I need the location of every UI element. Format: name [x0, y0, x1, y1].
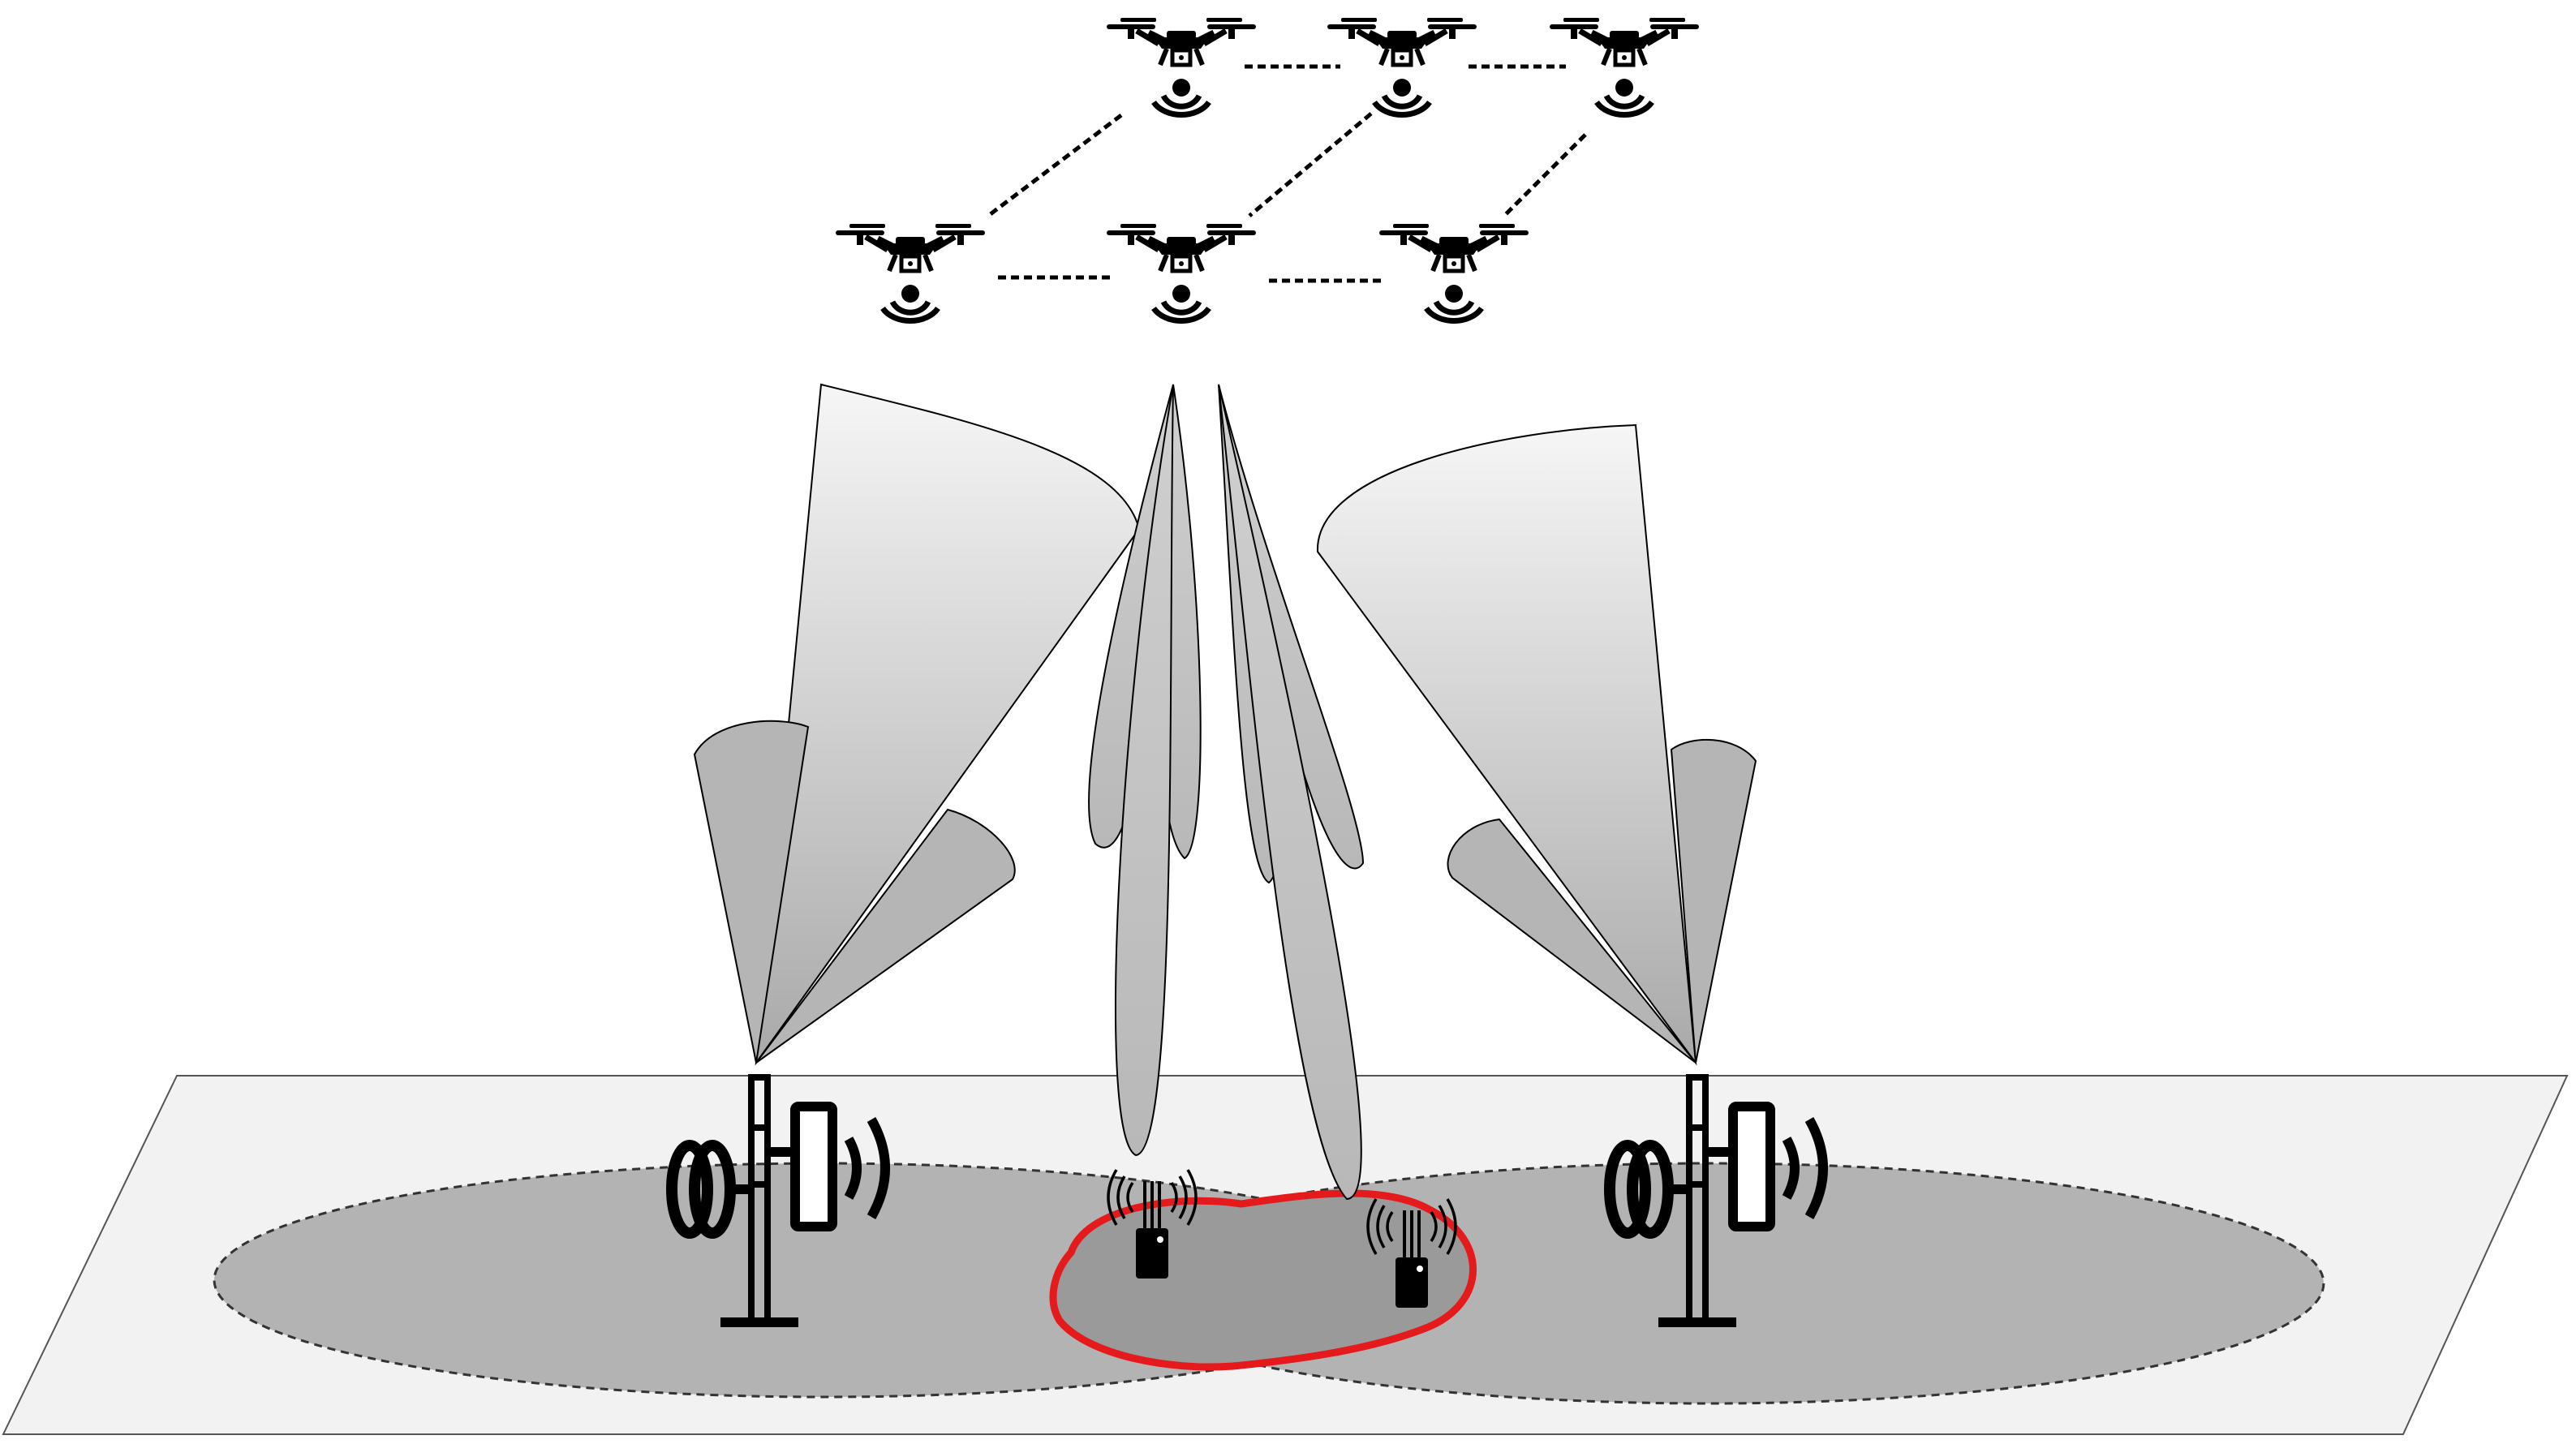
- beam-side-left: [693, 720, 810, 1064]
- link-diag-center: [1248, 112, 1373, 217]
- beams-right-tower: [1316, 423, 1757, 1066]
- beam-main: [755, 383, 1141, 1066]
- drone-icon: [1550, 18, 1699, 114]
- beams-drone: [1088, 384, 1365, 1201]
- beams-left-tower: [693, 383, 1141, 1066]
- beam-side-right: [1670, 738, 1757, 1064]
- drone-links: [987, 64, 1587, 283]
- beam-lobe-3: [1115, 384, 1174, 1157]
- drone-icon: [1107, 18, 1256, 114]
- link-diag-left: [987, 114, 1123, 217]
- beam-side-right: [755, 808, 1016, 1064]
- beam-side-left: [1447, 818, 1697, 1064]
- drone-icon: [1327, 18, 1477, 114]
- beam-main: [1316, 423, 1697, 1066]
- beam-lobe-6: [1218, 384, 1362, 1201]
- drone-icon: [1379, 224, 1529, 320]
- drone-icon: [836, 224, 985, 320]
- drone-icon: [1107, 224, 1256, 320]
- drones: [836, 18, 1699, 320]
- link-diag-right: [1503, 133, 1587, 217]
